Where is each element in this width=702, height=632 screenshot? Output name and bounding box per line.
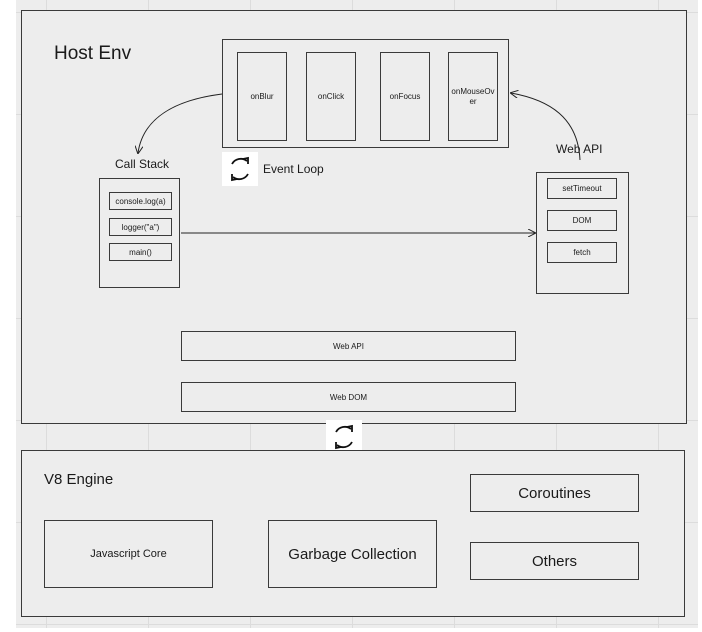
garbage-collection-box: Garbage Collection	[268, 520, 437, 588]
refresh-cycle-icon	[326, 420, 362, 454]
event-onclick: onClick	[306, 52, 356, 141]
call-stack-item: main()	[109, 243, 172, 261]
call-stack-item: logger("a")	[109, 218, 172, 236]
web-api-item: DOM	[547, 210, 617, 231]
javascript-core-box: Javascript Core	[44, 520, 213, 588]
event-onmouseover-label: onMouseOver	[451, 86, 495, 106]
host-env-title: Host Env	[54, 43, 132, 64]
call-stack-title: Call Stack	[115, 157, 170, 171]
web-api-bar: Web API	[181, 331, 516, 361]
web-api-item: setTimeout	[547, 178, 617, 199]
event-onfocus: onFocus	[380, 52, 430, 141]
call-stack-item: console.log(a)	[109, 192, 172, 210]
v8-engine-title: V8 Engine	[44, 471, 114, 488]
refresh-cycle-icon	[222, 152, 258, 186]
coroutines-box: Coroutines	[470, 474, 639, 512]
web-api-item: fetch	[547, 242, 617, 263]
web-api-title: Web API	[556, 142, 603, 156]
event-onblur: onBlur	[237, 52, 287, 141]
others-box: Others	[470, 542, 639, 580]
event-onmouseover: onMouseOver	[448, 52, 498, 141]
event-loop-label: Event Loop	[263, 162, 324, 176]
web-dom-bar: Web DOM	[181, 382, 516, 412]
